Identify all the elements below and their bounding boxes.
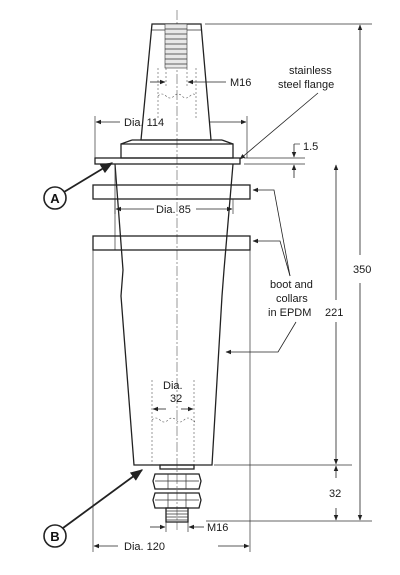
- label-marker-a: A: [50, 191, 60, 206]
- marker-b: B: [43, 469, 144, 548]
- dim-m16-top: M16: [150, 68, 251, 89]
- dim-221: 221: [214, 164, 352, 466]
- dim-dia-32: Dia. 32: [152, 380, 194, 412]
- label-dia-32-line1: Dia.: [163, 380, 183, 392]
- label-m16-top: M16: [230, 77, 251, 89]
- label-dia-85: Dia. 85: [156, 204, 191, 216]
- dim-m16-bottom: M16: [150, 522, 228, 534]
- bottom-terminal: [152, 464, 202, 523]
- dim-1-5: 1.5: [244, 141, 318, 178]
- note-boot-collars: boot and collars in EPDM: [225, 187, 313, 355]
- label-marker-b: B: [50, 529, 59, 544]
- label-stainless-line2: steel flange: [278, 79, 334, 91]
- label-dia-120: Dia. 120: [124, 541, 165, 553]
- collar-upper: [92, 184, 251, 200]
- marker-a: A: [43, 162, 114, 210]
- collar-lower: [92, 235, 251, 251]
- note-stainless-flange: stainless steel flange: [239, 65, 334, 160]
- internal-bore: [151, 380, 195, 465]
- dim-dia-120: Dia. 120: [92, 250, 251, 553]
- label-stainless-line1: stainless: [289, 65, 332, 77]
- steel-flange: [94, 139, 241, 165]
- label-boot-line3: in EPDM: [268, 307, 311, 319]
- dim-350: 350: [205, 23, 372, 522]
- label-dia-32-line2: 32: [170, 393, 182, 405]
- dim-dia-85: Dia. 85: [114, 199, 234, 216]
- dim-32-height: 32: [329, 465, 341, 521]
- label-dia-114: Dia. 114: [124, 117, 164, 129]
- label-350: 350: [353, 264, 371, 276]
- label-221: 221: [325, 307, 343, 319]
- dim-dia-114: Dia. 114: [94, 116, 248, 158]
- label-1-5: 1.5: [303, 141, 318, 153]
- label-32-height: 32: [329, 488, 341, 500]
- top-terminal: [140, 23, 212, 141]
- label-m16-bottom: M16: [207, 522, 228, 534]
- label-boot-line2: collars: [276, 293, 308, 305]
- label-boot-line1: boot and: [270, 279, 313, 291]
